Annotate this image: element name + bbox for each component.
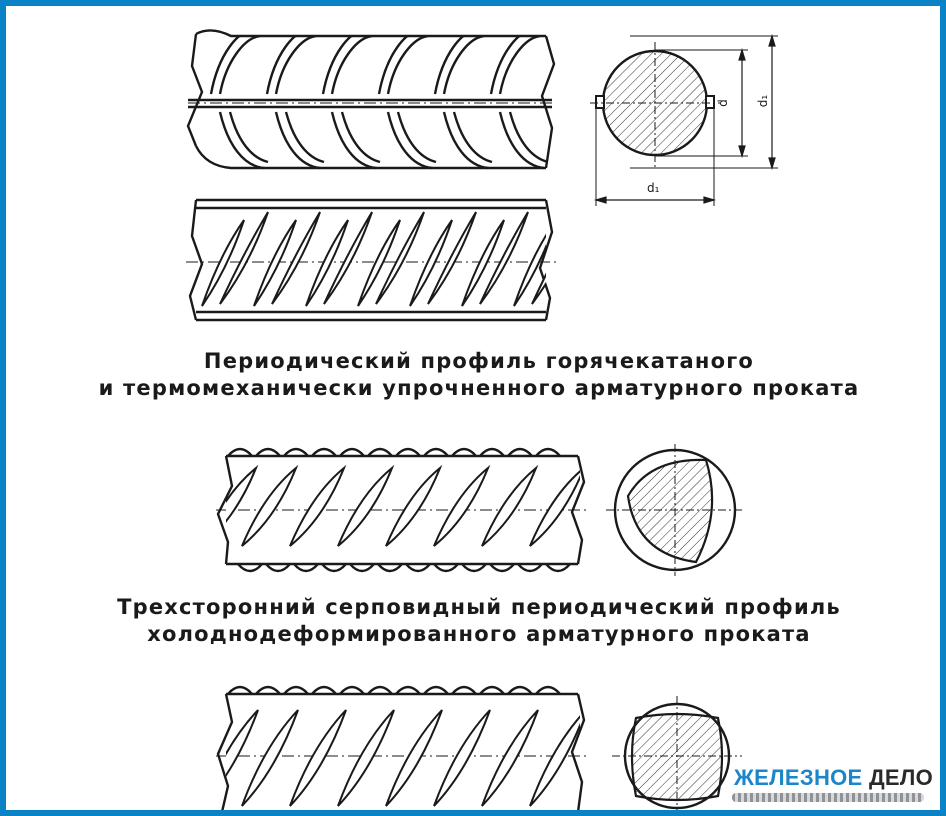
dimension-label-d1-width: d₁ [647, 181, 660, 195]
rebar-profiles-drawing [186, 29, 778, 810]
caption-hot-rolled-line-1: Периодический профиль горячекатаного [203, 349, 755, 373]
brand-word-2: ДЕЛО [868, 765, 934, 790]
rebar-crescent-ribbed [186, 198, 556, 322]
cross-section-four-sided [612, 696, 742, 810]
caption-cold-deformed-line-1: Трехсторонний серповидный периодический … [117, 595, 841, 619]
brand-logo: ЖЕЛЕЗНОЕ ДЕЛО [730, 765, 933, 807]
caption-cold-deformed: Трехсторонний серповидный периодический … [6, 594, 940, 648]
brand-wordmark: ЖЕЛЕЗНОЕ ДЕЛО [734, 765, 933, 791]
caption-hot-rolled: Периодический профиль горячекатаного и т… [6, 348, 940, 402]
rebar-three-sided [216, 447, 590, 573]
cross-section-spiral [590, 33, 778, 206]
rebar-four-sided [216, 685, 590, 810]
dimension-label-d: d [715, 99, 730, 107]
dimension-label-d1-height: d₁ [756, 94, 771, 108]
rebar-spiral-ribbed [186, 29, 556, 170]
brand-rebar-icon [732, 793, 924, 802]
caption-hot-rolled-line-2: и термомеханически упрочненного арматурн… [98, 376, 860, 400]
caption-cold-deformed-line-2: холоднодеформированного арматурного прок… [147, 622, 811, 646]
brand-word-1: ЖЕЛЕЗНОЕ [734, 765, 863, 790]
cross-section-three-sided [606, 444, 744, 576]
